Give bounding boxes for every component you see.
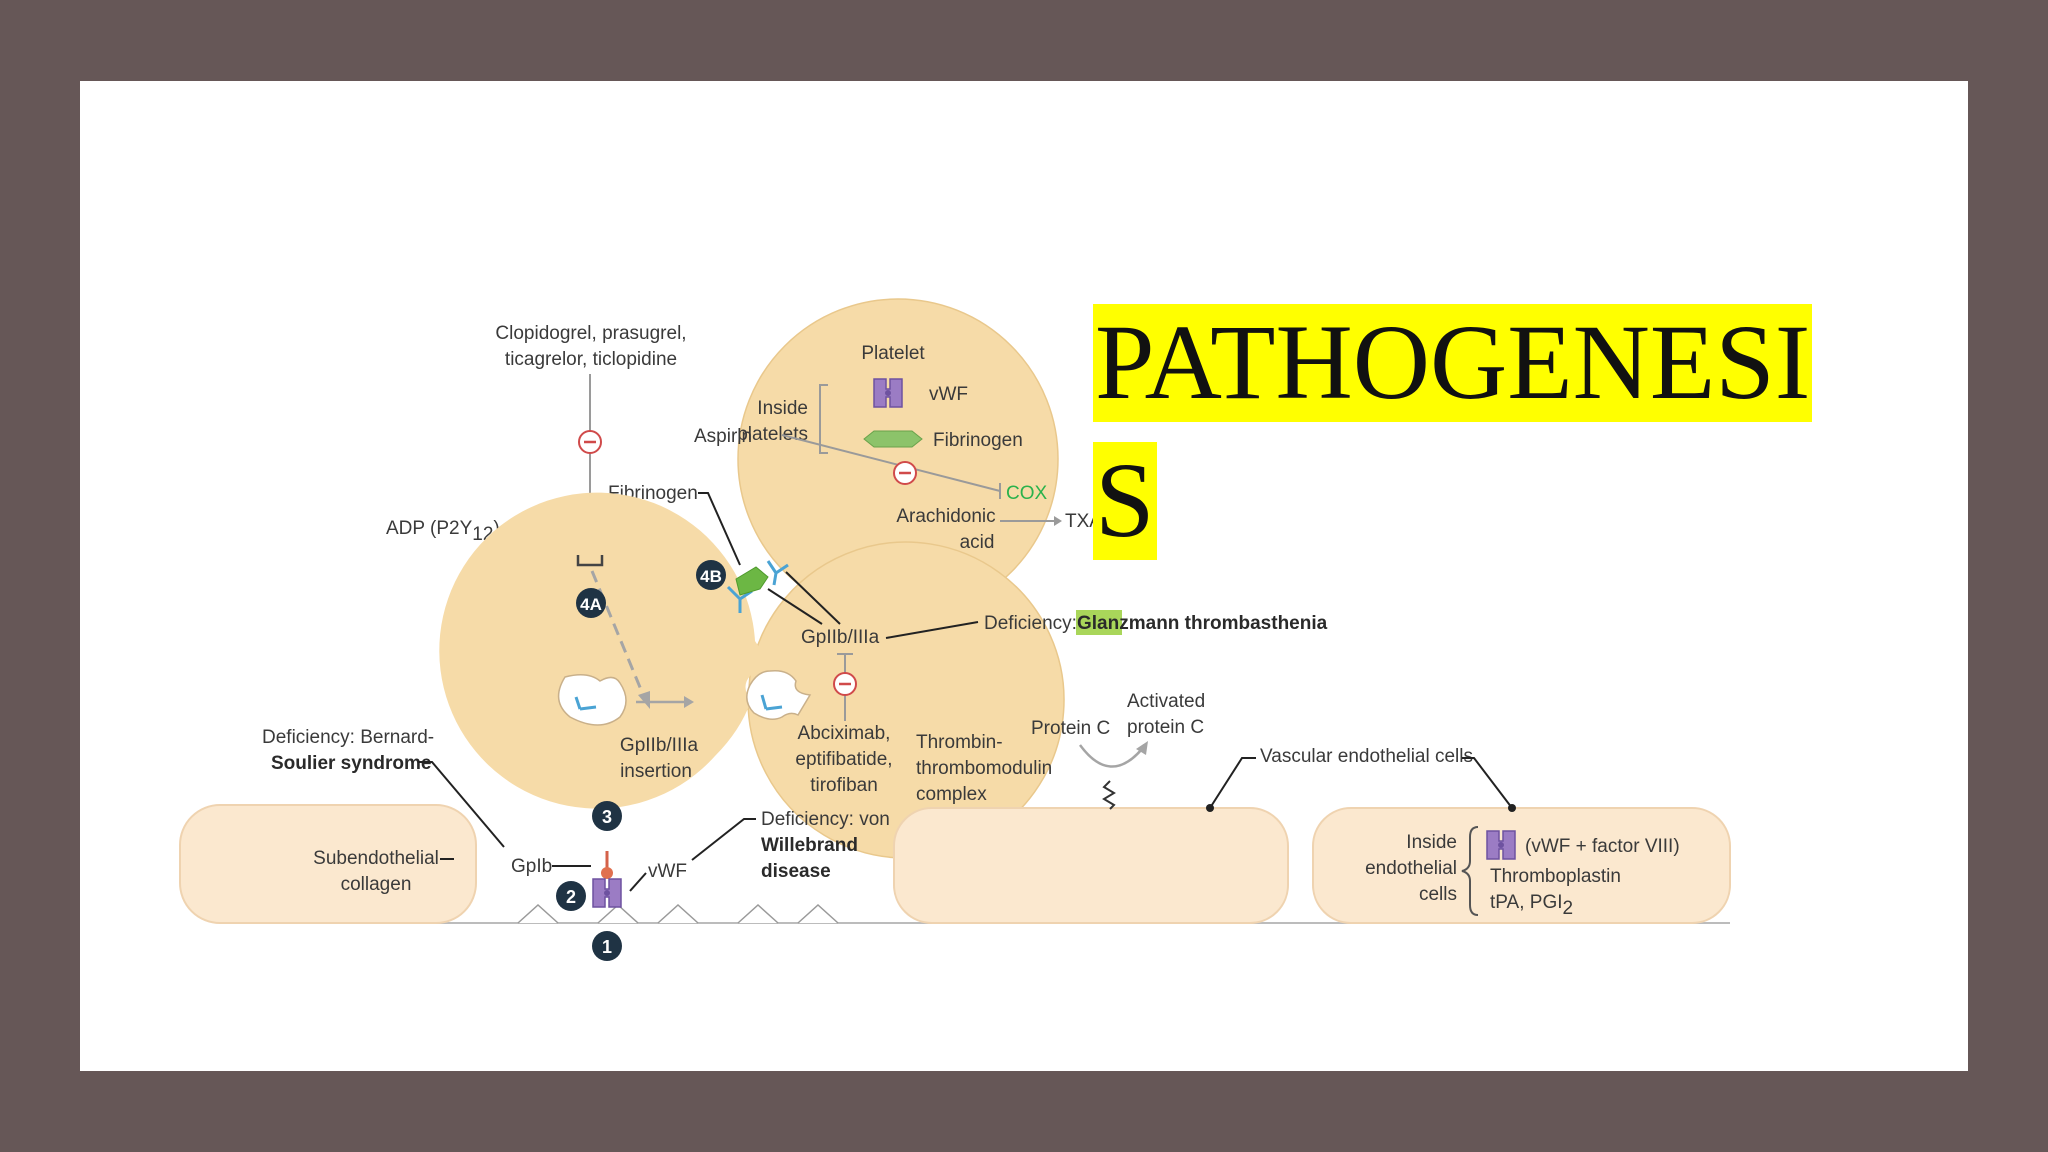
- inside-platelets-label-2: platelets: [737, 424, 808, 445]
- platelet-label: Platelet: [861, 343, 925, 364]
- step-1-badge: [592, 931, 622, 961]
- step-1-text: 1: [602, 937, 612, 957]
- step-4a-badge: [576, 588, 606, 618]
- platelet-fibrinogen-label: Fibrinogen: [933, 430, 1023, 451]
- aspirin-label: Aspirin: [694, 426, 752, 447]
- vwf-icon: [873, 378, 903, 408]
- inside-endothelial-brace: [1461, 826, 1479, 916]
- vwd-leader: [691, 818, 756, 861]
- arachidonic-acid-label: Arachidonic: [896, 506, 995, 527]
- bernard-soulier-label-2: Soulier syndrome: [271, 753, 432, 774]
- adp-inhibitors-label-2: ticagrelor, ticlopidine: [505, 349, 677, 370]
- gp-inhibitors-label-2: eptifibatide,: [795, 749, 892, 770]
- step-4b-badge: [696, 560, 726, 590]
- vwf-leader: [629, 872, 647, 892]
- inside-endothelial-label-2: endothelial: [1365, 858, 1457, 879]
- vascular-leader-left: [1209, 757, 1256, 809]
- inside-platelets-label: Inside: [757, 398, 808, 419]
- thrombin-complex-label-3: complex: [916, 784, 987, 805]
- endo-vwf-factor-label: (vWF + factor VIII): [1525, 836, 1680, 857]
- gp-inhibit-icon: [833, 672, 857, 696]
- slide-title: PATHOGENESI S: [1093, 294, 1968, 570]
- adp-receptor-glyph: [576, 555, 604, 567]
- collagen-fibers: [517, 903, 839, 924]
- gpiib-leader-2: [767, 588, 823, 625]
- glanzmann-label: Deficiency:: [984, 613, 1077, 634]
- vascular-leader-right: [1462, 757, 1513, 809]
- internal-vesicle: [557, 674, 627, 726]
- cox-label: COX: [1006, 483, 1048, 504]
- vascular-leader-left-dot: [1206, 804, 1214, 812]
- bernard-soulier-label: Deficiency: Bernard-: [262, 727, 434, 748]
- inside-endothelial-label: Inside: [1406, 832, 1457, 853]
- insertion-arrowhead: [684, 696, 694, 708]
- vwd-label: Deficiency: von: [761, 809, 890, 830]
- protein-c-arrowhead: [1136, 741, 1148, 755]
- adp-inhibit-icon: [578, 430, 602, 454]
- vwd-label-3: disease: [761, 861, 831, 882]
- main-platelet: [747, 541, 1065, 859]
- endothelial-cell-right: [1312, 807, 1731, 924]
- thrombin-complex-label-2: thrombomodulin: [916, 758, 1052, 779]
- arachidonic-acid-label-2: acid: [960, 532, 995, 553]
- step-3-text: 3: [602, 807, 612, 827]
- protein-c-arrow: [1078, 744, 1143, 768]
- fibrinogen-leader: [698, 492, 741, 566]
- adp-dashed-arrowhead: [638, 691, 650, 709]
- contact-vwf-icon: [592, 878, 622, 908]
- platelet-vwf-label: vWF: [929, 384, 968, 405]
- vascular-endothelial-label: Vascular endothelial cells: [1260, 746, 1473, 767]
- gpiib-iiia-label: GpIIb/IIIa: [801, 627, 880, 648]
- platelet-notch: [746, 669, 812, 720]
- slide-title-line-1: PATHOGENESI: [1093, 304, 1813, 422]
- activated-protein-c-label-2: protein C: [1127, 717, 1204, 738]
- fibrinogen-icon: [863, 430, 923, 448]
- activated-protein-c-label: Activated: [1127, 691, 1205, 712]
- gpiib-leader-1: [785, 571, 841, 625]
- thromboplastin-label: Thromboplastin: [1490, 866, 1621, 887]
- protein-c-label: Protein C: [1031, 718, 1110, 739]
- gp-insertion-label-2: insertion: [620, 761, 692, 782]
- subendothelial-collagen-label-2: collagen: [341, 874, 412, 895]
- vascular-leader-right-dot: [1508, 804, 1516, 812]
- step-3-badge: [592, 801, 622, 831]
- glanzmann-highlight: [1076, 610, 1122, 635]
- endothelial-vwf-icon: [1486, 830, 1516, 860]
- gpib-label: GpIb: [511, 856, 552, 877]
- glanzmann-name: Glanzmann thrombasthenia: [1077, 613, 1328, 634]
- notch-receptor-icon: [760, 694, 783, 711]
- subendothelial-collagen-label: Subendothelial: [313, 848, 439, 869]
- step-2-text: 2: [566, 887, 576, 907]
- glanzmann-leader: [885, 621, 979, 639]
- gp-inhibitors-label: Abciximab,: [798, 723, 891, 744]
- thrombin-complex-label: Thrombin-: [916, 732, 1003, 753]
- main-platelet-body: [439, 492, 762, 809]
- inside-endothelial-label-3: cells: [1419, 884, 1457, 905]
- inside-platelets-bracket: [819, 384, 828, 454]
- aspirin-line: [781, 434, 1001, 492]
- aspirin-inhibit-icon: [893, 461, 917, 485]
- step-4a-text: 4A: [580, 595, 602, 614]
- adp-inhibitors-label: Clopidogrel, prasugrel,: [495, 323, 686, 344]
- bernard-leader: [418, 761, 505, 848]
- endothelial-cell-middle: [893, 807, 1289, 924]
- gp-inhibitors-label-3: tirofiban: [810, 775, 878, 796]
- vwf-label: vWF: [648, 861, 687, 882]
- bound-fibrinogen-icon: [735, 566, 769, 596]
- tpa-pgi-label: tPA, PGI2: [1490, 892, 1573, 919]
- vesicle-receptor-icon: [574, 696, 597, 711]
- step-2-badge: [556, 881, 586, 911]
- slide-title-line-2: S: [1093, 442, 1157, 560]
- platelet-pathogenesis-diagram: Platelet Inside platelets vWF Fibrinogen…: [179, 298, 1731, 961]
- vwd-label-2: Willebrand: [761, 835, 858, 856]
- step-4b-text: 4B: [700, 567, 722, 586]
- gpib-receptor-icon: [601, 867, 613, 879]
- gp-insertion-label: GpIIb/IIIa: [620, 735, 699, 756]
- subendothelial-cell-left: [179, 804, 477, 924]
- thrombomodulin-icon: [1102, 780, 1116, 810]
- txa2-arrowhead: [1054, 516, 1062, 526]
- slide: Platelet Inside platelets vWF Fibrinogen…: [80, 81, 1968, 1071]
